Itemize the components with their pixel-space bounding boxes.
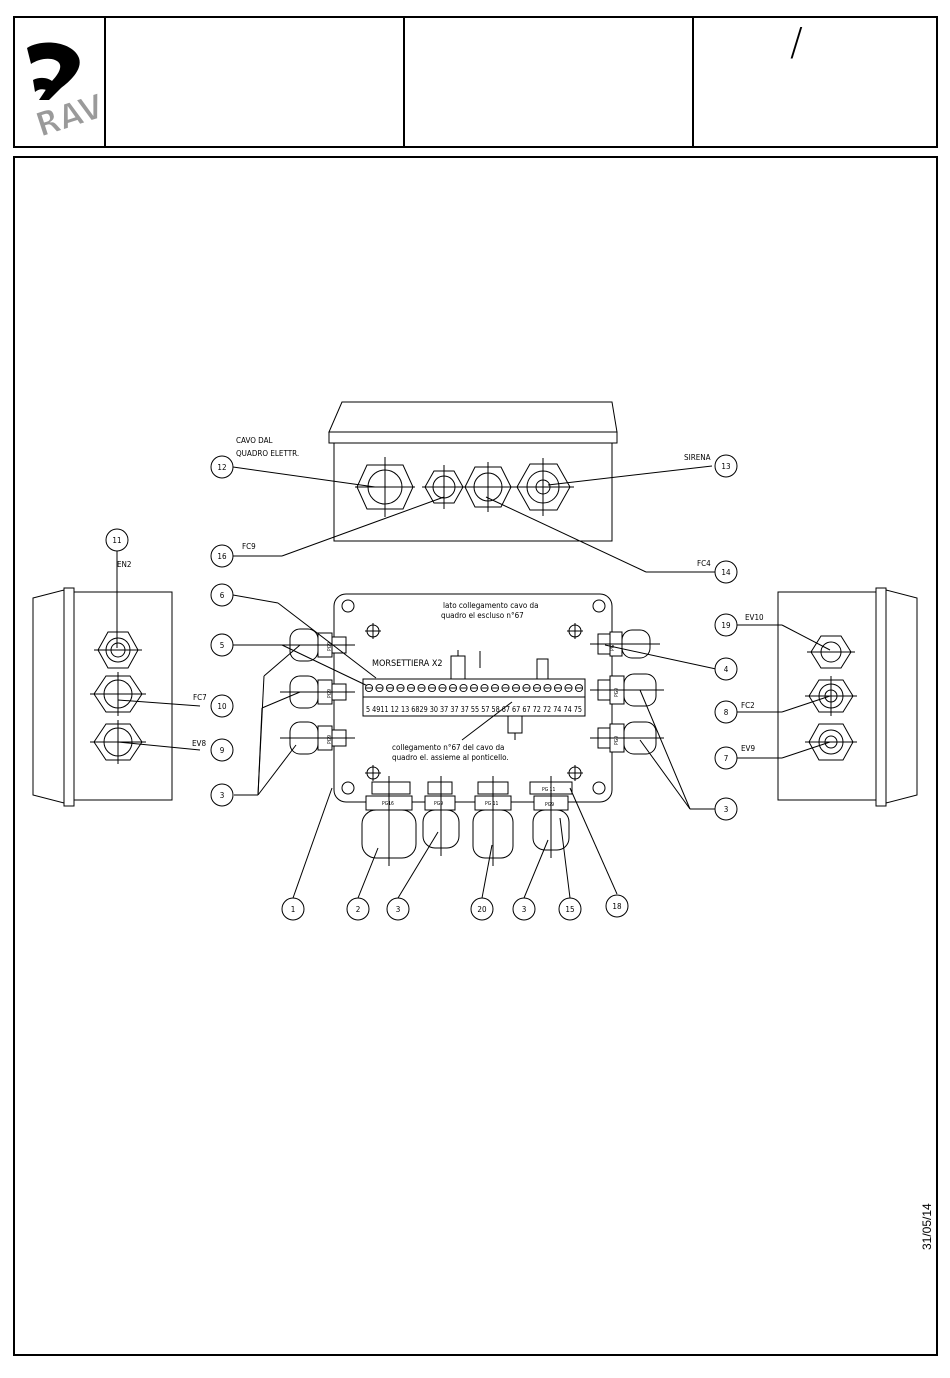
cable-label-line1: CAVO DAL <box>236 436 273 445</box>
gland-tag-bottom-1: PG16 <box>382 801 394 807</box>
right-side-box <box>777 587 918 807</box>
top-gland-siren <box>514 458 574 516</box>
callout-12: 12 <box>217 463 226 472</box>
left-gland-fc7 <box>90 672 146 716</box>
callout-10: 10 <box>217 702 227 711</box>
callout-20: 20 <box>477 905 487 914</box>
fc2-label: FC2 <box>741 701 755 710</box>
title-cell-4: / <box>692 18 936 146</box>
right-gland-ev10 <box>807 635 855 669</box>
cable-label-line2: QUADRO ELETTR. <box>236 449 299 458</box>
fc4-label: FC4 <box>697 559 711 568</box>
sirena-label: SIRENA <box>684 453 711 462</box>
callout-15: 15 <box>565 905 574 914</box>
gland-tag-bottom-4a: PG 11 <box>542 787 555 793</box>
callout-2: 2 <box>356 905 361 914</box>
terminal-numbers: 5 4911 12 13 6829 30 37 37 37 55 57 58 6… <box>366 705 582 714</box>
title-block: RAV / <box>13 16 938 148</box>
ev9-label: EV9 <box>741 744 755 753</box>
ev8-label: EV8 <box>192 739 206 748</box>
callout-11: 11 <box>112 536 121 545</box>
gland-tag-right-top: PG <box>610 644 616 651</box>
bottom-glands-main <box>361 776 573 866</box>
callout-7: 7 <box>724 754 729 763</box>
right-gland-fc2 <box>805 676 857 716</box>
callout-13: 13 <box>721 462 730 471</box>
side-note-line2: quadro el escluso n°67 <box>441 611 524 620</box>
left-glands-main <box>280 628 355 755</box>
callout-19: 19 <box>721 621 731 630</box>
callout-9: 9 <box>220 746 225 755</box>
rav-logo-icon: RAV <box>27 42 110 147</box>
gland-tag-right-mid: PG9 <box>614 688 620 697</box>
callout-1: 1 <box>291 905 296 914</box>
right-gland-ev9 <box>805 723 857 761</box>
title-cell-3 <box>403 18 693 146</box>
fc7-label: FC7 <box>193 693 207 702</box>
gland-tag-bottom-2: PG9 <box>434 801 443 807</box>
title-cell-2 <box>104 18 404 146</box>
slash-mark: / <box>790 20 803 64</box>
left-side-box <box>32 587 173 807</box>
logo: RAV <box>21 30 110 147</box>
callout-18: 18 <box>612 902 622 911</box>
conn-note-line1: collegamento n°67 del cavo da <box>392 743 504 752</box>
top-gland-large <box>355 457 415 517</box>
drawing-date: 31/05/14 <box>920 1203 934 1250</box>
en2-label: EN2 <box>117 560 132 569</box>
callout-3-bottom-a: 3 <box>396 905 401 914</box>
callout-4: 4 <box>724 665 729 674</box>
callout-3-bottom-b: 3 <box>522 905 527 914</box>
callout-circles <box>105 454 738 921</box>
gland-tag-bottom-4b: PG9 <box>545 802 554 808</box>
gland-tag-bottom-3: PG 11 <box>485 801 498 807</box>
side-note-line1: lato collegamento cavo da <box>443 601 539 610</box>
morsettiera-label: MORSETTIERA X2 <box>372 659 443 669</box>
conn-note-line2: quadro el. assieme al ponticello. <box>392 753 509 762</box>
top-gland-small <box>422 465 466 509</box>
gland-tag-left-top: PG9 <box>327 642 333 651</box>
ev10-label: EV10 <box>745 613 764 622</box>
gland-tag-left-mid: PG9 <box>327 689 333 698</box>
fc9-label: FC9 <box>242 542 256 551</box>
leader-lines <box>116 465 831 899</box>
top-gland-medium <box>462 462 514 512</box>
callout-3-right: 3 <box>724 805 729 814</box>
terminal-screws <box>364 683 584 693</box>
left-gland-en2 <box>94 631 142 669</box>
callout-8: 8 <box>724 708 729 717</box>
callout-16: 16 <box>217 552 227 561</box>
drawing-area <box>13 156 938 1356</box>
callout-3-left: 3 <box>220 791 225 800</box>
callout-14: 14 <box>721 568 731 577</box>
right-glands-main <box>590 629 664 755</box>
gland-tag-left-bot: PG9 <box>327 735 333 744</box>
callout-6: 6 <box>220 591 225 600</box>
callout-5: 5 <box>220 641 225 650</box>
gland-tag-right-bot: PG9 <box>614 736 620 745</box>
